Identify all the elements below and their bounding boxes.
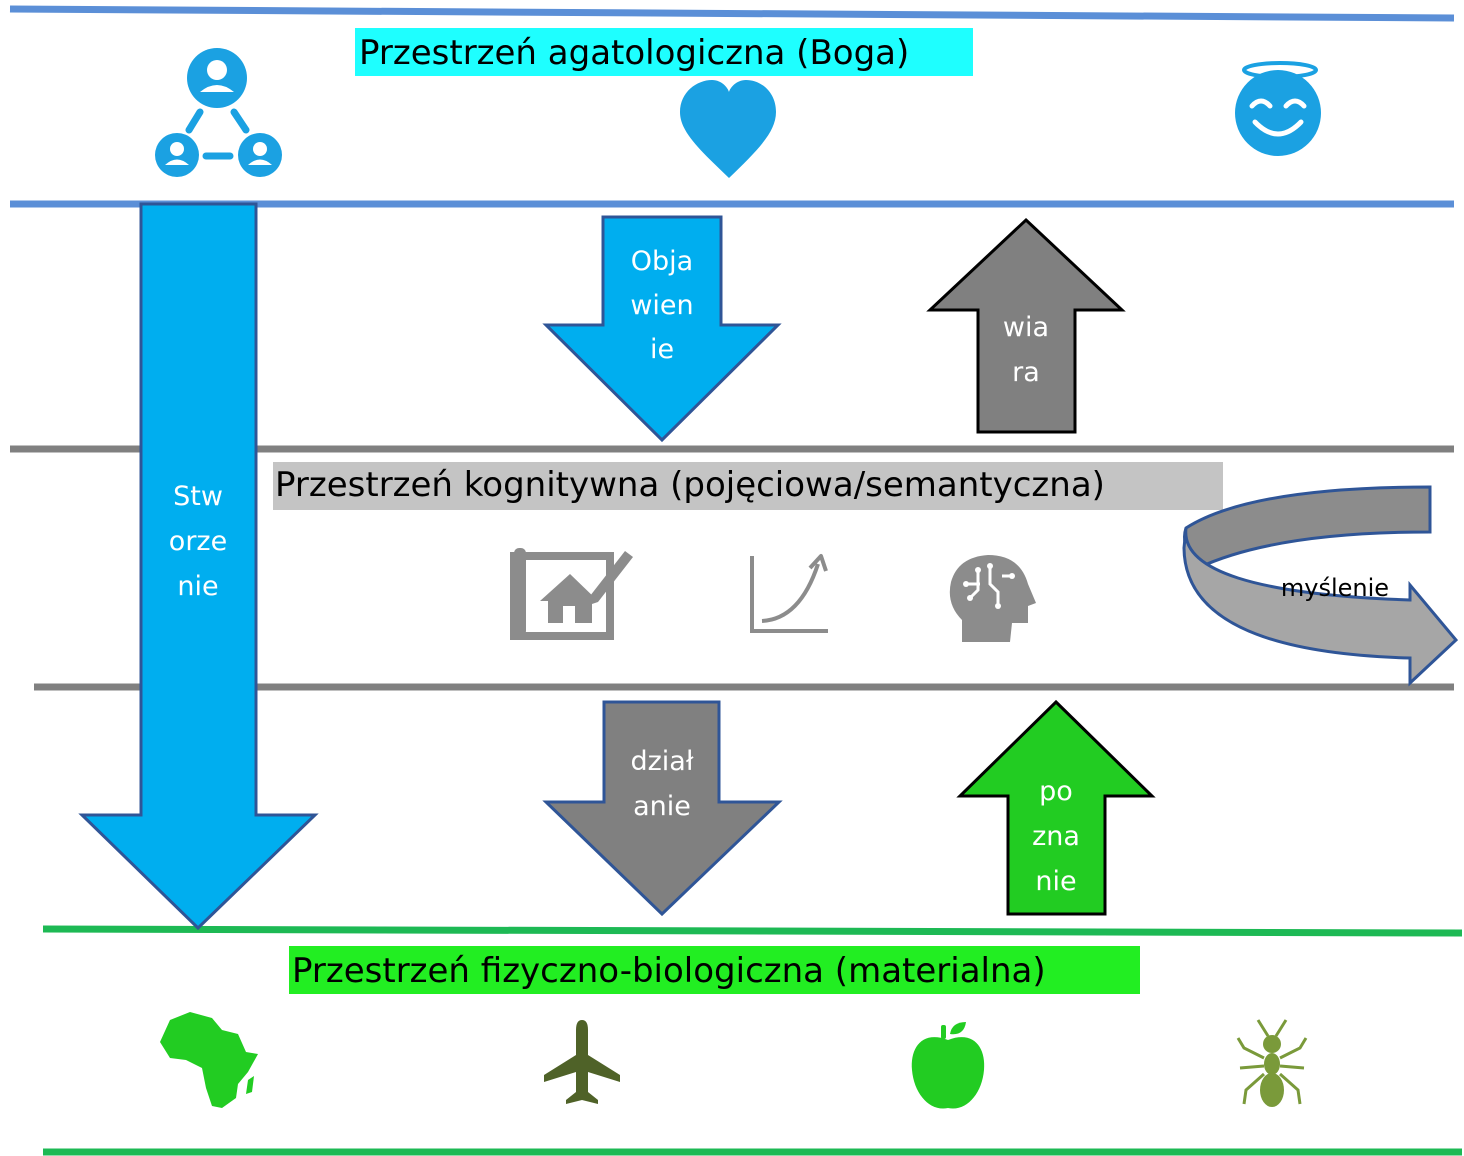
revelation-arrow xyxy=(542,215,782,443)
cognition-arrow xyxy=(956,699,1156,916)
thinking-arrow-label: myślenie xyxy=(1281,574,1389,602)
physical-space-title: Przestrzeń fizyczno-biologiczna (materia… xyxy=(292,951,1046,991)
ant-icon xyxy=(1236,1019,1308,1107)
apple-icon xyxy=(911,1022,985,1109)
revelation-arrow-label-1: Obja xyxy=(631,246,693,277)
action-arrow-label-1: dział xyxy=(630,746,693,777)
revelation-arrow-label-2: wien xyxy=(630,290,693,321)
creation-arrow-label-1: Stw xyxy=(173,481,223,512)
trinity-people-icon xyxy=(155,48,282,177)
brain-head-icon xyxy=(949,555,1036,642)
airplane-icon xyxy=(544,1020,620,1104)
africa-map-icon xyxy=(160,1012,258,1108)
creation-arrow-label-2: orze xyxy=(169,526,227,557)
angel-face-icon xyxy=(1235,61,1321,156)
heart-icon xyxy=(680,80,776,178)
faith-arrow xyxy=(926,217,1126,434)
growth-curve-icon xyxy=(750,554,828,633)
blueprint-house-icon xyxy=(510,548,633,640)
cognition-arrow-label-3: nie xyxy=(1035,866,1076,897)
cognitive-space-title: Przestrzeń kognitywna (pojęciowa/semanty… xyxy=(275,465,1105,505)
creation-arrow-label-3: nie xyxy=(177,571,218,602)
cognitive-title-bg xyxy=(273,462,1223,510)
revelation-arrow-label-3: ie xyxy=(650,334,674,365)
action-arrow-label-2: anie xyxy=(633,791,691,822)
cognition-arrow-label-2: zna xyxy=(1032,821,1080,852)
god-title-bg xyxy=(355,28,973,76)
action-arrow xyxy=(542,700,783,917)
physical-top-line xyxy=(42,925,1463,937)
god-space-title: Przestrzeń agatologiczna (Boga) xyxy=(359,33,909,73)
creation-arrow xyxy=(78,202,319,931)
thinking-arrow xyxy=(1182,485,1459,687)
faith-arrow-label-1: wia xyxy=(1003,312,1049,343)
cognition-arrow-label-1: po xyxy=(1039,776,1073,807)
faith-arrow-label-2: ra xyxy=(1012,357,1040,388)
physical-title-bg xyxy=(289,946,1140,994)
god-top-line xyxy=(9,5,1455,22)
